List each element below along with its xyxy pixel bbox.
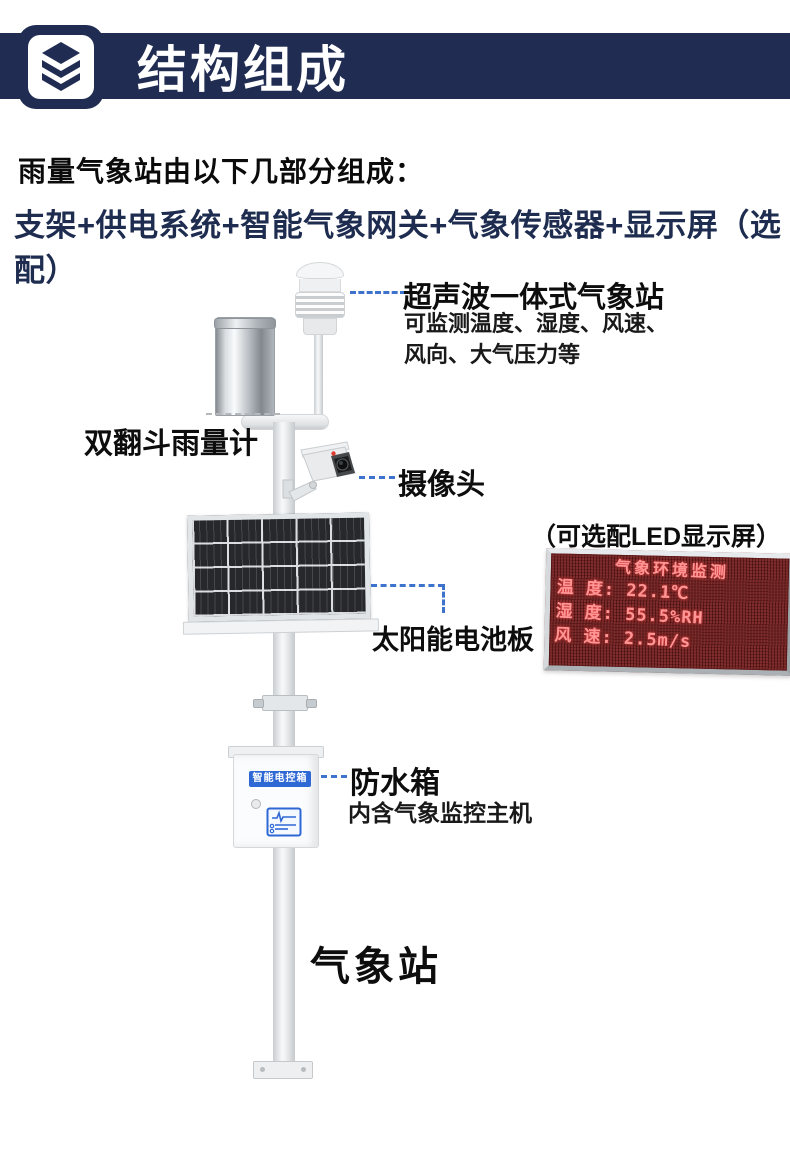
label-rain-gauge: 双翻斗雨量计 <box>84 428 259 460</box>
label-control-box: 防水箱 <box>350 767 440 800</box>
led-readout: 气象环境监测 温度: 22.1℃ 湿度: 55.5%RH 风速: 2.5m/s <box>554 553 786 658</box>
header-icon-badge <box>18 25 104 109</box>
connector-box <box>321 775 347 778</box>
intro-line-1: 雨量气象站由以下几部分组成： <box>18 156 425 187</box>
connector-ultrasonic <box>350 291 406 294</box>
led-option-note: （可选配LED显示屏） <box>531 523 782 551</box>
camera-illustration <box>282 441 356 502</box>
sensor-mount <box>303 318 337 335</box>
layers-icon <box>28 35 94 99</box>
sensor-neck <box>299 279 341 292</box>
solar-panel-frame-lip <box>182 618 380 635</box>
label-solar-panel: 太阳能电池板 <box>372 625 534 655</box>
connector-solar-horizontal <box>371 584 444 587</box>
sensor-ribs <box>295 292 345 318</box>
label-ultrasonic-desc-line2: 风向、大气压力等 <box>404 342 581 367</box>
pole-clamp <box>253 695 317 711</box>
base-bolt-hole <box>301 1067 306 1072</box>
sensor-mast-rod <box>314 326 323 420</box>
control-box: 智能电控箱 <box>233 754 319 848</box>
label-ultrasonic-desc-line1: 可监测温度、湿度、风速、 <box>404 311 669 336</box>
control-box-nameplate: 智能电控箱 <box>249 771 311 787</box>
connector-camera <box>359 476 395 479</box>
solar-panel <box>182 512 383 635</box>
control-box-lock <box>251 799 261 809</box>
base-bolt-hole <box>260 1067 265 1072</box>
rain-gauge-shadow <box>206 413 280 415</box>
solar-panel-face <box>186 512 371 622</box>
label-camera: 摄像头 <box>398 469 486 501</box>
header-banner: 结构组成 <box>0 33 790 99</box>
connector-solar-vertical <box>442 584 445 613</box>
label-ultrasonic-title: 超声波一体式气象站 <box>403 282 665 314</box>
led-display: 气象环境监测 温度: 22.1℃ 湿度: 55.5%RH 风速: 2.5m/s <box>543 548 790 676</box>
clamp-bolt-right <box>306 699 317 708</box>
intro-line-2: 支架+供电系统+智能气象网关+气象传感器+显示屏（选配） <box>14 208 782 288</box>
sensor-cap <box>296 262 344 279</box>
pole-base-plate <box>253 1061 313 1079</box>
label-ultrasonic-desc: 可监测温度、湿度、风速、 风向、大气压力等 <box>404 308 668 370</box>
label-control-box-desc: 内含气象监控主机 <box>348 800 532 826</box>
clamp-bolt-left <box>253 699 264 708</box>
rain-gauge-cylinder <box>214 317 276 416</box>
solar-cells-grid <box>192 517 366 617</box>
page-title: 结构组成 <box>137 42 349 98</box>
device-lineart-icon <box>266 807 302 837</box>
ultrasonic-sensor <box>295 262 345 335</box>
label-station: 气象站 <box>310 945 442 989</box>
